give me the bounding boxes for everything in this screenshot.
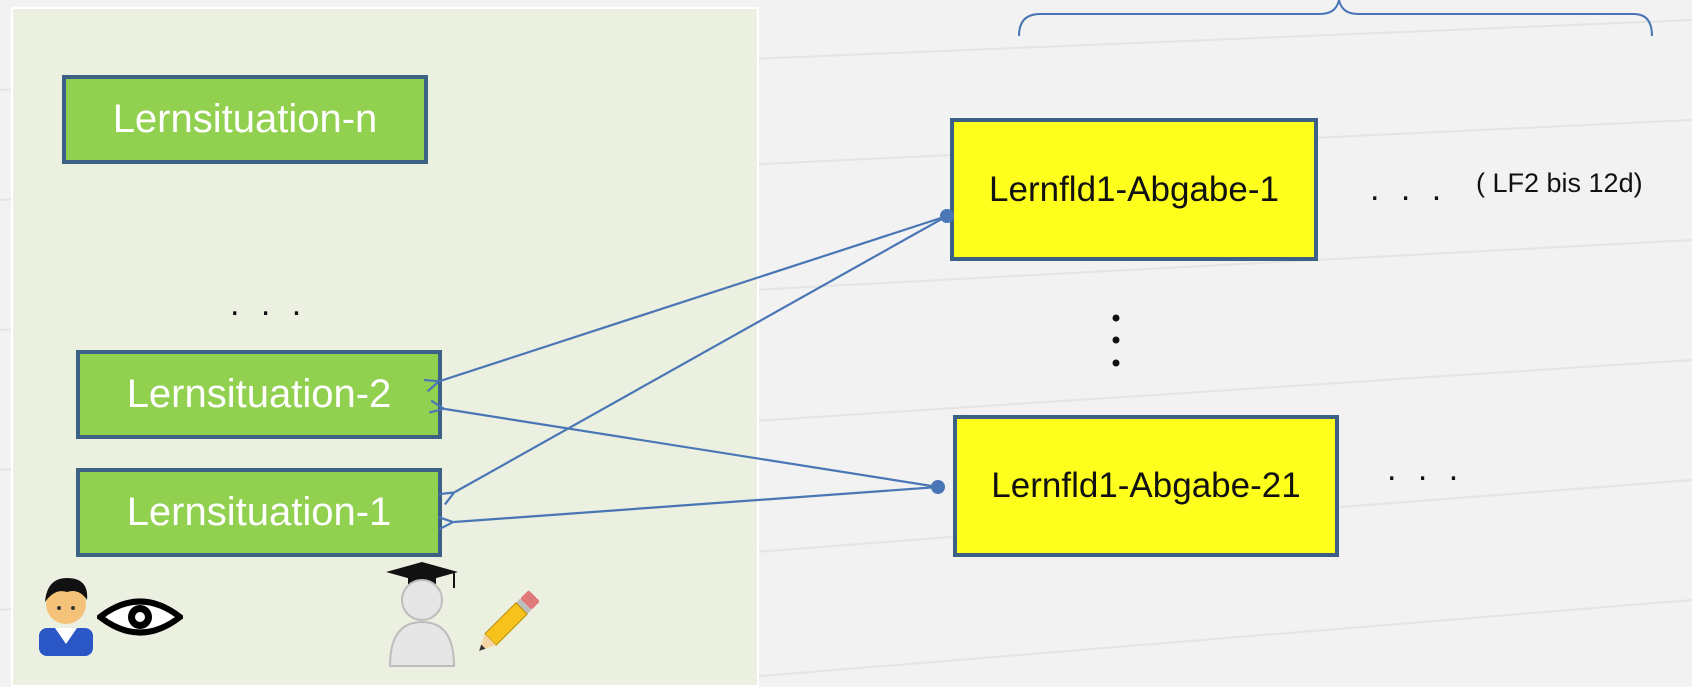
row-21-ellipsis: . . . [1387,450,1465,488]
graduate-person-icon [386,562,458,667]
submission-1-label: Lernfld1-Abgabe-1 [989,169,1279,209]
eye-icon [97,598,183,636]
learning-situation-2-box[interactable]: Lernsituation-2 [76,350,442,439]
learning-situation-n-label: Lernsituation-n [112,97,378,141]
student-person-icon [39,578,93,656]
submission-21-label: Lernfld1-Abgabe-21 [991,466,1301,505]
learning-situation-1-label: Lernsituation-1 [126,490,392,534]
learning-situation-2-label: Lernsituation-2 [126,372,392,416]
left-column-ellipsis: . . . [230,285,308,323]
row-1-ellipsis: . . . [1370,170,1448,208]
pencil-icon [479,590,540,651]
submission-1-box[interactable]: Lernfld1-Abgabe-1 [950,118,1318,261]
learning-situation-1-box[interactable]: Lernsituation-1 [76,468,442,557]
learning-situation-n-box[interactable]: Lernsituation-n [62,75,428,164]
submission-21-box[interactable]: Lernfld1-Abgabe-21 [953,415,1339,557]
fields-note: ( LF2 bis 12d) [1476,168,1643,198]
